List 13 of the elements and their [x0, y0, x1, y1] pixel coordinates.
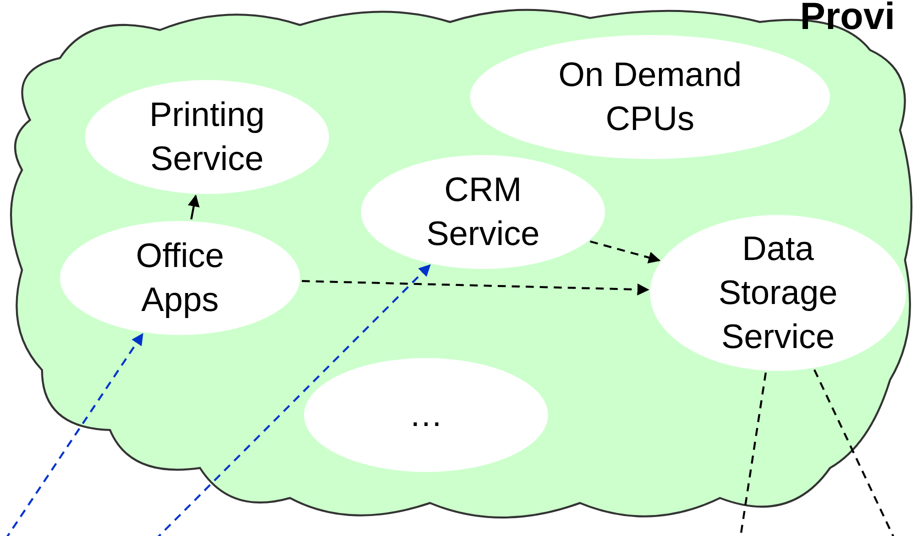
node-label: Data Storage Service: [717, 229, 839, 358]
connector-line: [813, 369, 896, 536]
arrow: [590, 240, 661, 264]
node-label: Printing Service: [148, 95, 266, 180]
connector-line: [739, 372, 767, 536]
arrow: [4, 333, 144, 536]
title-text: Provi: [800, 0, 896, 39]
node-label: …: [409, 395, 443, 436]
node-label: Office Apps: [134, 236, 226, 321]
node-label: CRM Service: [425, 170, 541, 255]
arrow: [302, 280, 650, 296]
arrow: [188, 194, 200, 220]
node-label: On Demand CPUs: [557, 55, 743, 140]
